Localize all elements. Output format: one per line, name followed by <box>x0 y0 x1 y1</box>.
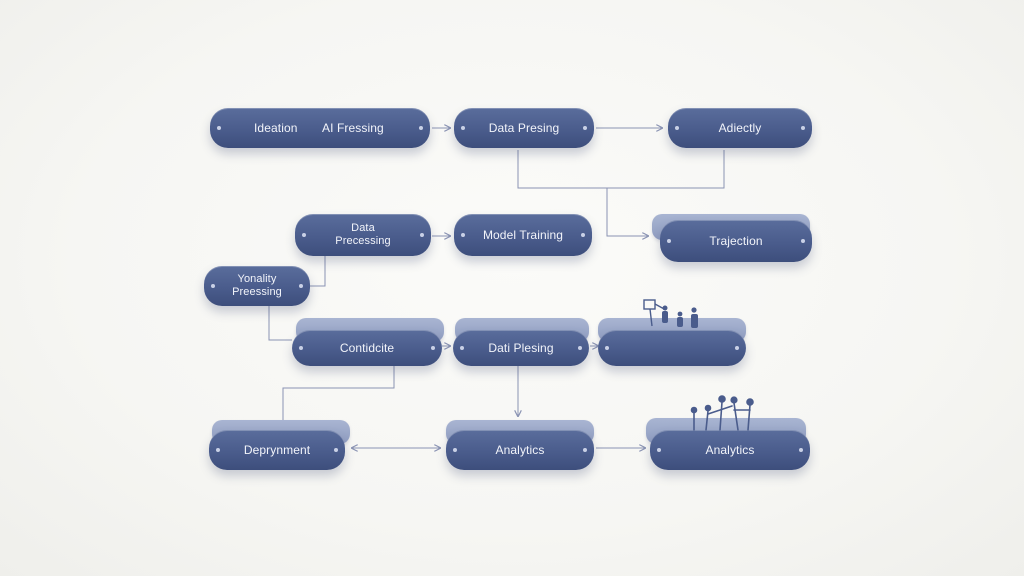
connector <box>517 150 725 189</box>
node-data-presing[interactable]: Data Presing <box>454 108 594 148</box>
connector <box>606 188 648 236</box>
node-label: Dati Plesing <box>488 340 554 355</box>
people-group-icon <box>690 395 754 431</box>
node-label-line2: Preessing <box>232 286 282 298</box>
node-label: Adiectly <box>718 120 762 135</box>
node-label-line1: Yonality <box>237 273 277 285</box>
node-model-training[interactable]: Model Training <box>454 214 592 256</box>
node-label: Ideation <box>254 120 298 135</box>
node-label: Analytics <box>495 442 545 457</box>
node-label: Trajection <box>709 233 763 248</box>
node-adiectly[interactable]: Adiectly <box>668 108 812 148</box>
node-analytics-1[interactable]: Analytics <box>446 430 594 470</box>
node-contidcite[interactable]: Contidcite <box>292 330 442 366</box>
node-label-line1: Data <box>351 222 375 234</box>
node-label: Analytics <box>705 442 755 457</box>
node-label: AI Fressing <box>322 120 384 135</box>
node-trajection[interactable]: Trajection <box>660 220 812 262</box>
people-group-icon <box>643 299 698 328</box>
node-dati-plesing[interactable]: Dati Plesing <box>453 330 589 366</box>
node-yonality-preessing[interactable]: Yonality Preessing <box>204 266 310 306</box>
connector <box>268 306 292 341</box>
node-label: Contidcite <box>339 340 395 355</box>
node-ideation-ai-fressing[interactable]: Ideation AI Fressing <box>210 108 430 148</box>
node-label-line2: Precessing <box>335 235 391 247</box>
node-people-platform[interactable] <box>598 330 746 366</box>
connector <box>282 366 395 420</box>
node-label: Deprynment <box>243 442 311 457</box>
connector <box>308 256 326 287</box>
node-deprynment[interactable]: Deprynment <box>209 430 345 470</box>
node-data-precessing[interactable]: Data Precessing <box>295 214 431 256</box>
node-label: Model Training <box>482 227 564 242</box>
node-label: Data Presing <box>488 120 560 135</box>
node-analytics-2[interactable]: Analytics <box>650 430 810 470</box>
